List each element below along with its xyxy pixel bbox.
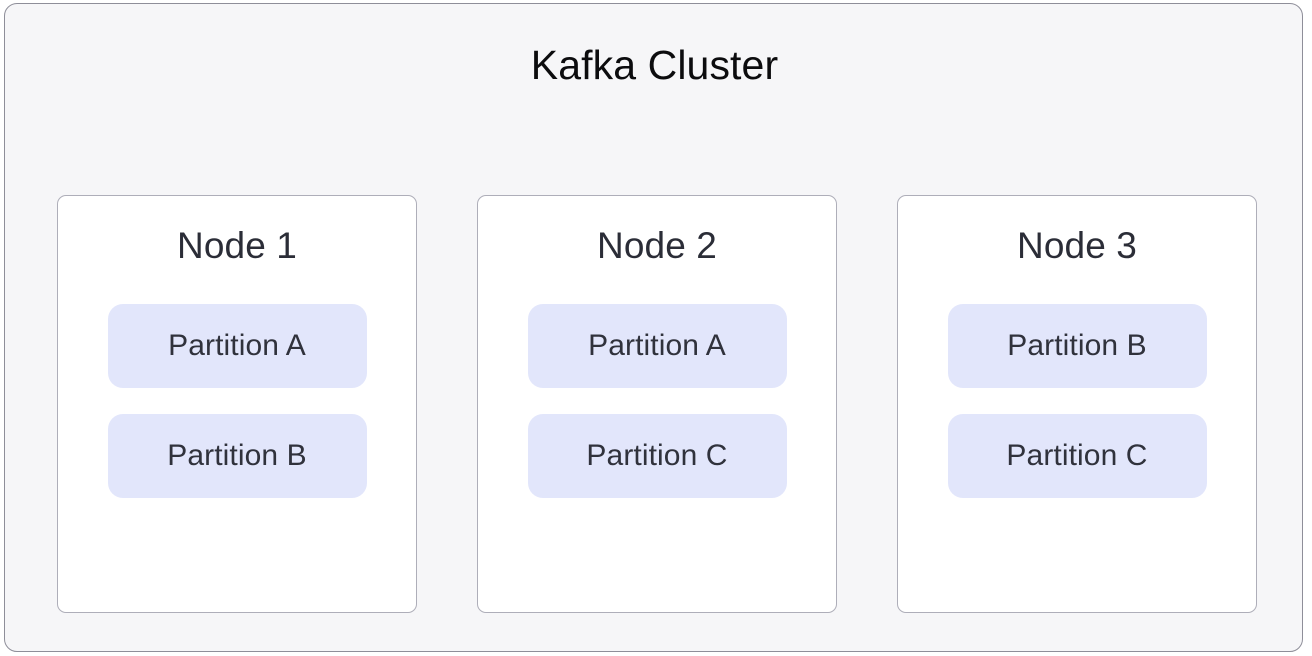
partition-pill[interactable]: Partition A xyxy=(107,303,367,388)
partition-list: Partition A Partition C xyxy=(478,303,836,498)
nodes-row: Node 1 Partition A Partition B Node 2 Pa… xyxy=(57,195,1257,613)
node-card-3[interactable]: Node 3 Partition B Partition C xyxy=(897,195,1257,613)
partition-label: Partition C xyxy=(586,438,728,472)
kafka-cluster-container: Kafka Cluster Node 1 Partition A Partiti… xyxy=(4,3,1303,652)
partition-list: Partition A Partition B xyxy=(58,303,416,498)
partition-pill[interactable]: Partition C xyxy=(947,413,1207,498)
node-title: Node 2 xyxy=(597,225,717,266)
partition-label: Partition B xyxy=(167,438,307,472)
cluster-title: Kafka Cluster xyxy=(530,42,779,88)
partition-pill[interactable]: Partition C xyxy=(527,413,787,498)
node-title: Node 1 xyxy=(177,225,297,266)
node-card-1[interactable]: Node 1 Partition A Partition B xyxy=(57,195,417,613)
node-card-2[interactable]: Node 2 Partition A Partition C xyxy=(477,195,837,613)
node-title: Node 3 xyxy=(1017,225,1137,266)
partition-label: Partition C xyxy=(1006,438,1148,472)
partition-pill[interactable]: Partition B xyxy=(947,303,1207,388)
partition-list: Partition B Partition C xyxy=(898,303,1256,498)
partition-label: Partition A xyxy=(588,328,726,362)
partition-pill[interactable]: Partition A xyxy=(527,303,787,388)
partition-label: Partition B xyxy=(1007,328,1147,362)
partition-label: Partition A xyxy=(168,328,306,362)
partition-pill[interactable]: Partition B xyxy=(107,413,367,498)
